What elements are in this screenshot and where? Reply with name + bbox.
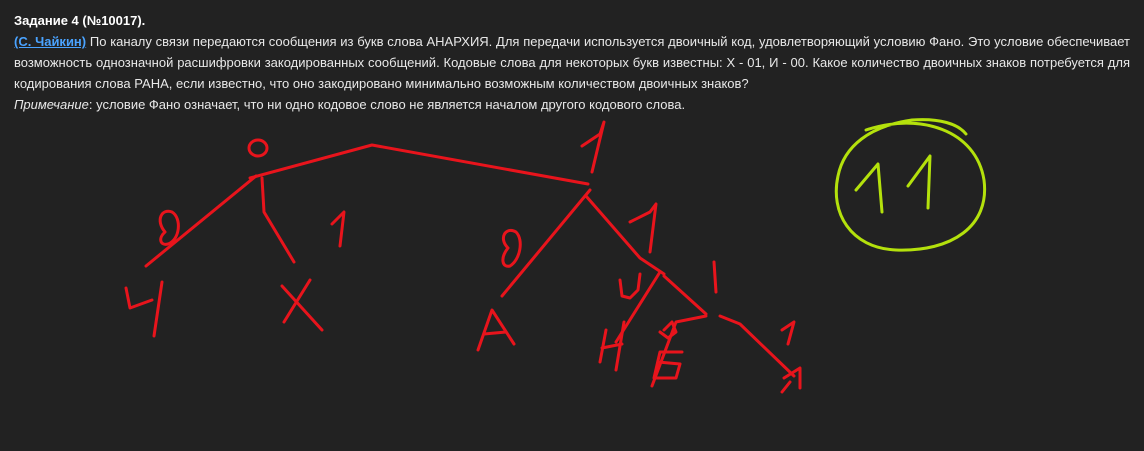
handwritten-zero [247, 138, 269, 158]
handwritten-one [712, 260, 718, 294]
handwritten-one [780, 320, 796, 346]
author-link[interactable]: (С. Чайкин) [14, 34, 87, 49]
handwritten-letter-n [598, 320, 626, 372]
task-note: Примечание: условие Фано означает, что н… [14, 94, 1130, 115]
task-body: По каналу связи передаются сообщения из … [14, 34, 1130, 91]
tree-left-edge-1 [260, 176, 296, 264]
task-title: Задание 4 (№10017). [14, 13, 146, 28]
handwritten-zero [158, 209, 180, 246]
handwritten-zero [658, 320, 678, 340]
answer-digit-1 [906, 154, 932, 210]
tree-deepest-edge-0 [650, 314, 708, 388]
tree-left-edge-0 [144, 174, 258, 268]
handwritten-one [628, 202, 658, 254]
tree-right-edge-0 [500, 188, 592, 298]
answer-circle [834, 118, 987, 252]
task-text: (С. Чайкин) По каналу связи передаются с… [14, 31, 1130, 94]
answer-digit-1 [854, 162, 884, 214]
handwritten-letter-x [280, 278, 324, 332]
tree-top-edge [248, 143, 590, 186]
task-statement: Задание 4 (№10017). (С. Чайкин) По канал… [14, 10, 1130, 115]
handwritten-zero [618, 272, 642, 300]
tree-right-edge-1 [584, 194, 666, 276]
handwritten-letter-ya [780, 366, 802, 394]
note-label: Примечание [14, 97, 89, 112]
handwritten-one [580, 120, 606, 174]
handwritten-zero [501, 229, 522, 268]
handwritten-letter-a [476, 308, 516, 352]
note-text: : условие Фано означает, что ни одно код… [88, 97, 686, 112]
handwritten-letter-b [652, 350, 684, 380]
tree-deepest-edge-1 [718, 314, 796, 378]
handwritten-one [330, 210, 346, 248]
handwritten-letter-i [124, 280, 164, 338]
tree-deep-edge-1 [662, 274, 708, 316]
